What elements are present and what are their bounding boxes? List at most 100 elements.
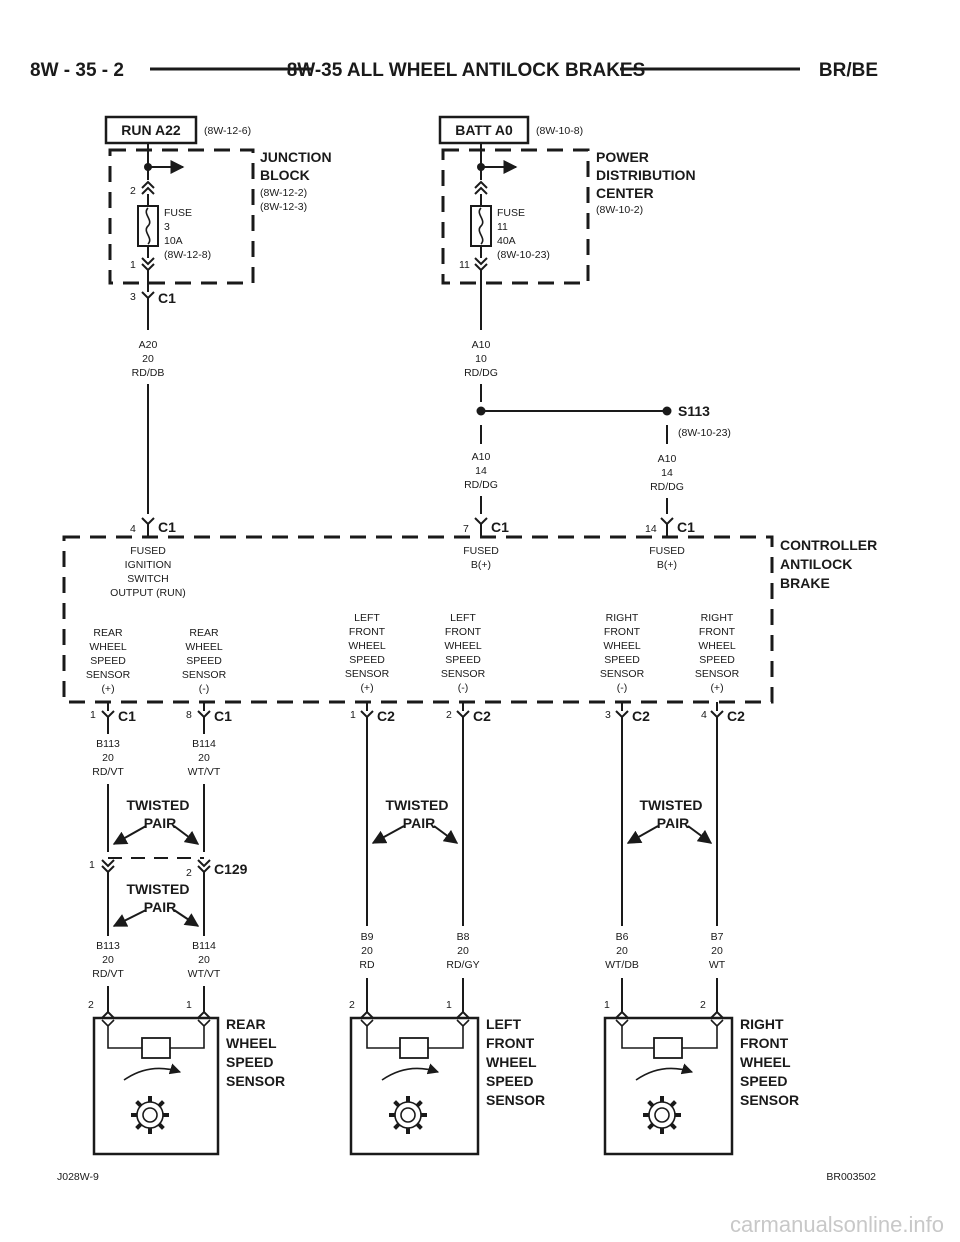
twisted-pair-lf-1: TWISTED bbox=[386, 797, 449, 813]
cab-top-label-2a: FUSED bbox=[463, 545, 499, 557]
footer: J028W-9 BR003502 bbox=[57, 1171, 876, 1183]
pdc-title-1: POWER bbox=[596, 149, 649, 165]
run-source: RUN A22 (8W-12-6) bbox=[104, 115, 251, 145]
rf-sensor-title-1: RIGHT bbox=[740, 1016, 784, 1032]
label-line: LEFT bbox=[450, 612, 476, 624]
pin-number: 2 bbox=[446, 709, 452, 721]
label-line: REAR bbox=[189, 627, 219, 639]
pin-number: 1 bbox=[90, 709, 96, 721]
pdc-fuse-line4: (8W-10-23) bbox=[497, 249, 550, 261]
wire-a10-left-id: A10 bbox=[472, 451, 491, 463]
footer-code-right: BR003502 bbox=[826, 1171, 876, 1183]
twisted-pair-rear-bot-1: TWISTED bbox=[127, 881, 190, 897]
cab-bottom-label-rf-plus: RIGHT FRONT WHEEL SPEED SENSOR (+) bbox=[695, 612, 740, 694]
label-line: WHEEL bbox=[185, 641, 223, 653]
label-line: (-) bbox=[617, 682, 628, 694]
rf-sensor-title-5: SENSOR bbox=[740, 1092, 799, 1108]
label-line: WHEEL bbox=[603, 640, 641, 652]
jb-fuse-line1: FUSE bbox=[164, 207, 192, 219]
rear-sensor-pin-right: 1 bbox=[186, 999, 192, 1011]
cab-top-label-1d: OUTPUT (RUN) bbox=[110, 587, 186, 599]
label-line: SENSOR bbox=[695, 668, 740, 680]
label-line: SPEED bbox=[699, 654, 735, 666]
label-line: REAR bbox=[93, 627, 123, 639]
cab-bottom-label-lf-plus: LEFT FRONT WHEEL SPEED SENSOR (+) bbox=[345, 612, 390, 694]
wire-b114-top-gauge: 20 bbox=[198, 752, 210, 764]
cab-top-pin-3: 14 bbox=[645, 523, 657, 535]
cab-bottom-label-rf-minus: RIGHT FRONT WHEEL SPEED SENSOR (-) bbox=[600, 612, 645, 694]
cab-title-3: BRAKE bbox=[780, 575, 830, 591]
pdc-fuse-line1: FUSE bbox=[497, 207, 525, 219]
wire-a10-right-id: A10 bbox=[658, 453, 677, 465]
jb-pin-bottom: 1 bbox=[130, 259, 136, 271]
cab-top-pin-1: 4 bbox=[130, 523, 136, 535]
jb-title-1: JUNCTION bbox=[260, 149, 332, 165]
cab-title-2: ANTILOCK bbox=[780, 556, 852, 572]
label-line: FRONT bbox=[445, 626, 482, 638]
wire-b114-top-color: WT/VT bbox=[188, 766, 221, 778]
label-line: SPEED bbox=[90, 655, 126, 667]
wire-b114-bot-gauge: 20 bbox=[198, 954, 210, 966]
label-line: SENSOR bbox=[600, 668, 645, 680]
label-line: WHEEL bbox=[348, 640, 386, 652]
pdc-pin-bottom: 11 bbox=[459, 259, 470, 271]
twisted-pair-rf-1: TWISTED bbox=[640, 797, 703, 813]
wire-b113-bot-color: RD/VT bbox=[92, 968, 124, 980]
batt-source-ref: (8W-10-8) bbox=[536, 125, 583, 137]
lf-sensor-title-5: SENSOR bbox=[486, 1092, 545, 1108]
jb-out-conn: C1 bbox=[158, 290, 176, 306]
connector-name: C2 bbox=[632, 708, 650, 724]
c129-name: C129 bbox=[214, 861, 248, 877]
rear-wheel-speed-sensor: 2 1 REAR WHEEL SPEED SENSOR bbox=[88, 999, 285, 1156]
splice-name: S113 bbox=[678, 403, 710, 419]
connector-name: C2 bbox=[377, 708, 395, 724]
rf-sensor-title-3: WHEEL bbox=[740, 1054, 791, 1070]
wire-b6-id: B6 bbox=[616, 931, 629, 943]
pdc-ref-1: (8W-10-2) bbox=[596, 204, 643, 216]
cab-bottom-label-lf-minus: LEFT FRONT WHEEL SPEED SENSOR (-) bbox=[441, 612, 486, 694]
label-line: (+) bbox=[101, 683, 114, 695]
wire-b113-top-id: B113 bbox=[96, 738, 120, 750]
cab-top-label-1b: IGNITION bbox=[125, 559, 172, 571]
jb-fuse-line2: 3 bbox=[164, 221, 170, 233]
c129-pin-left: 1 bbox=[89, 859, 95, 871]
wire-a10-right-color: RD/DG bbox=[650, 481, 684, 493]
jb-out-pin: 3 bbox=[130, 291, 136, 303]
wire-b7-color: WT bbox=[709, 959, 726, 971]
controller-antilock-brake: CONTROLLER ANTILOCK BRAKE 4 C1 FUSED IGN… bbox=[62, 517, 877, 724]
wire-b9-gauge: 20 bbox=[361, 945, 373, 957]
cab-top-label-3a: FUSED bbox=[649, 545, 685, 557]
wire-b9-id: B9 bbox=[361, 931, 374, 943]
pdc-title-3: CENTER bbox=[596, 185, 654, 201]
wire-a20: A20 20 RD/DB bbox=[132, 298, 165, 514]
connector-name: C2 bbox=[727, 708, 745, 724]
cab-top-label-1a: FUSED bbox=[130, 545, 166, 557]
label-line: WHEEL bbox=[89, 641, 127, 653]
right-front-sensor-circuit: TWISTED PAIR B6 20 WT/DB B7 20 WT bbox=[605, 717, 726, 1012]
wire-a10-top-gauge: 10 bbox=[475, 353, 487, 365]
jb-title-2: BLOCK bbox=[260, 167, 310, 183]
twisted-pair-rf-2: PAIR bbox=[657, 815, 689, 831]
wire-b8-gauge: 20 bbox=[457, 945, 469, 957]
rf-sensor-pin-left: 1 bbox=[604, 999, 610, 1011]
pdc-title-2: DISTRIBUTION bbox=[596, 167, 696, 183]
rf-sensor-title-4: SPEED bbox=[740, 1073, 787, 1089]
wire-a10-right-gauge: 14 bbox=[661, 467, 673, 479]
label-line: SENSOR bbox=[182, 669, 227, 681]
rear-sensor-pin-left: 2 bbox=[88, 999, 94, 1011]
wire-b113-bot-id: B113 bbox=[96, 940, 120, 952]
wire-b114-top-id: B114 bbox=[192, 738, 216, 750]
page-number: 8W - 35 - 2 bbox=[30, 60, 124, 81]
label-line: (+) bbox=[710, 682, 723, 694]
wire-a10-top-id: A10 bbox=[472, 339, 491, 351]
wire-b8-color: RD/GY bbox=[446, 959, 479, 971]
batt-source: BATT A0 (8W-10-8) bbox=[438, 115, 583, 145]
wire-a20-color: RD/DB bbox=[132, 367, 165, 379]
wire-a20-id: A20 bbox=[139, 339, 158, 351]
label-line: SPEED bbox=[186, 655, 222, 667]
run-source-ref: (8W-12-6) bbox=[204, 125, 251, 137]
pin-number: 1 bbox=[350, 709, 356, 721]
cab-bottom-connectors: 1 C1 8 C1 1 C2 2 C2 3 C2 4 C2 bbox=[90, 702, 745, 724]
lf-sensor-title-4: SPEED bbox=[486, 1073, 533, 1089]
left-front-wheel-speed-sensor: 2 1 LEFT FRONT WHEEL SPEED SENSOR bbox=[349, 999, 545, 1156]
